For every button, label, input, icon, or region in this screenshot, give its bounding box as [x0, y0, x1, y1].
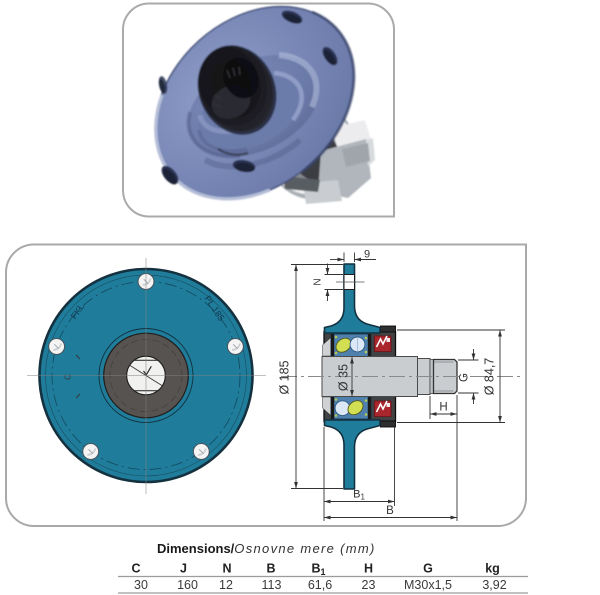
svg-text:9: 9: [364, 249, 370, 261]
svg-text:kg: kg: [485, 562, 500, 576]
svg-text:J: J: [180, 562, 187, 576]
svg-text:113: 113: [262, 578, 282, 592]
svg-text:H: H: [364, 562, 373, 576]
svg-text:M30x1,5: M30x1,5: [404, 578, 452, 592]
svg-text:B: B: [386, 505, 394, 517]
svg-text:12: 12: [219, 578, 233, 592]
svg-text:H: H: [439, 402, 447, 414]
svg-text:Ø 35: Ø 35: [337, 364, 351, 391]
svg-text:61,6: 61,6: [308, 578, 332, 592]
svg-text:Ø 185: Ø 185: [278, 360, 292, 394]
svg-text:Ø 84,7: Ø 84,7: [483, 358, 497, 396]
svg-text:N: N: [313, 278, 324, 285]
svg-text:G: G: [459, 373, 471, 382]
svg-text:N: N: [222, 562, 231, 576]
svg-text:23: 23: [362, 578, 376, 592]
svg-text:160: 160: [177, 578, 198, 592]
svg-text:G: G: [423, 562, 433, 576]
svg-text:30: 30: [134, 578, 148, 592]
svg-text:3,92: 3,92: [482, 578, 506, 592]
svg-text:Dimensions/Osnovne mere (mm): Dimensions/Osnovne mere (mm): [157, 541, 376, 556]
svg-text:C: C: [64, 374, 73, 380]
svg-text:B1: B1: [353, 489, 365, 502]
svg-text:B: B: [266, 562, 275, 576]
svg-text:C: C: [131, 562, 140, 576]
